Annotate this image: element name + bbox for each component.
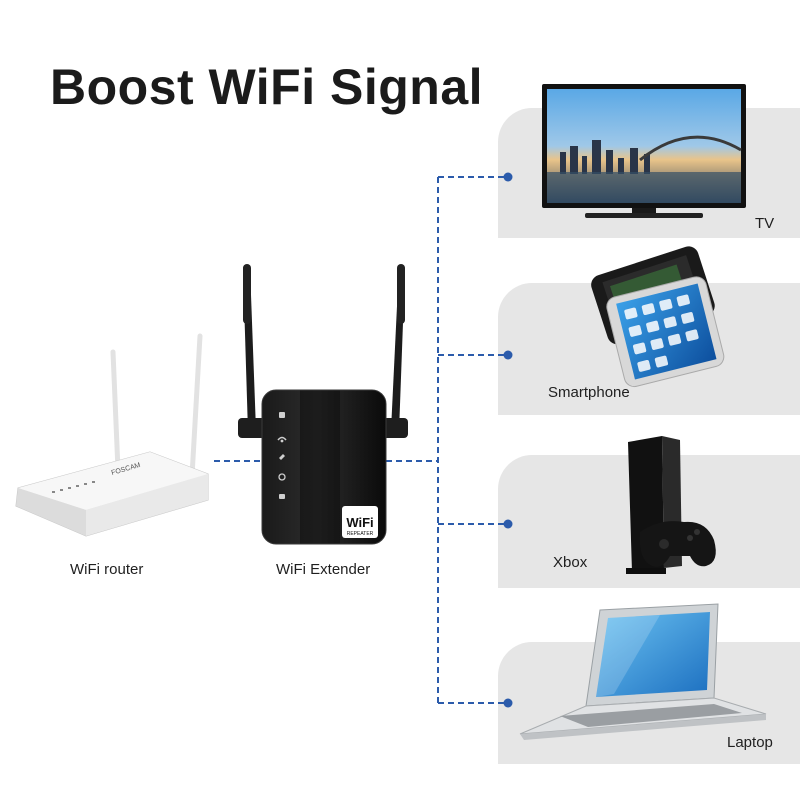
connector-lines [214,176,508,704]
device-label-tv: TV [755,215,775,232]
laptop-connector-dot [503,698,513,708]
tv-icon [542,84,746,218]
device-label-xbox: Xbox [553,554,588,571]
xbox-console-icon [626,436,716,574]
tv-connector-dot [503,172,513,182]
laptop-icon [519,603,767,740]
extender-badge-text: WiFi [346,515,373,530]
extender-badge-subtext: REPEATER [347,531,374,537]
extender-label: WiFi Extender [276,561,371,578]
router-label: WiFi router [70,561,144,578]
wifi-extender-icon: WiFi REPEATER [238,264,408,545]
page-title: Boost WiFi Signal [50,59,484,115]
smartphone-icon [591,246,725,388]
wifi-router-icon: FOSCAM [15,333,209,537]
device-label-smartphone: Smartphone [548,384,630,401]
device-label-laptop: Laptop [727,734,773,751]
xbox-controller-icon [639,521,716,567]
smartphone-connector-dot [503,350,513,360]
connector-dots [503,172,513,708]
xbox-connector-dot [503,519,513,529]
